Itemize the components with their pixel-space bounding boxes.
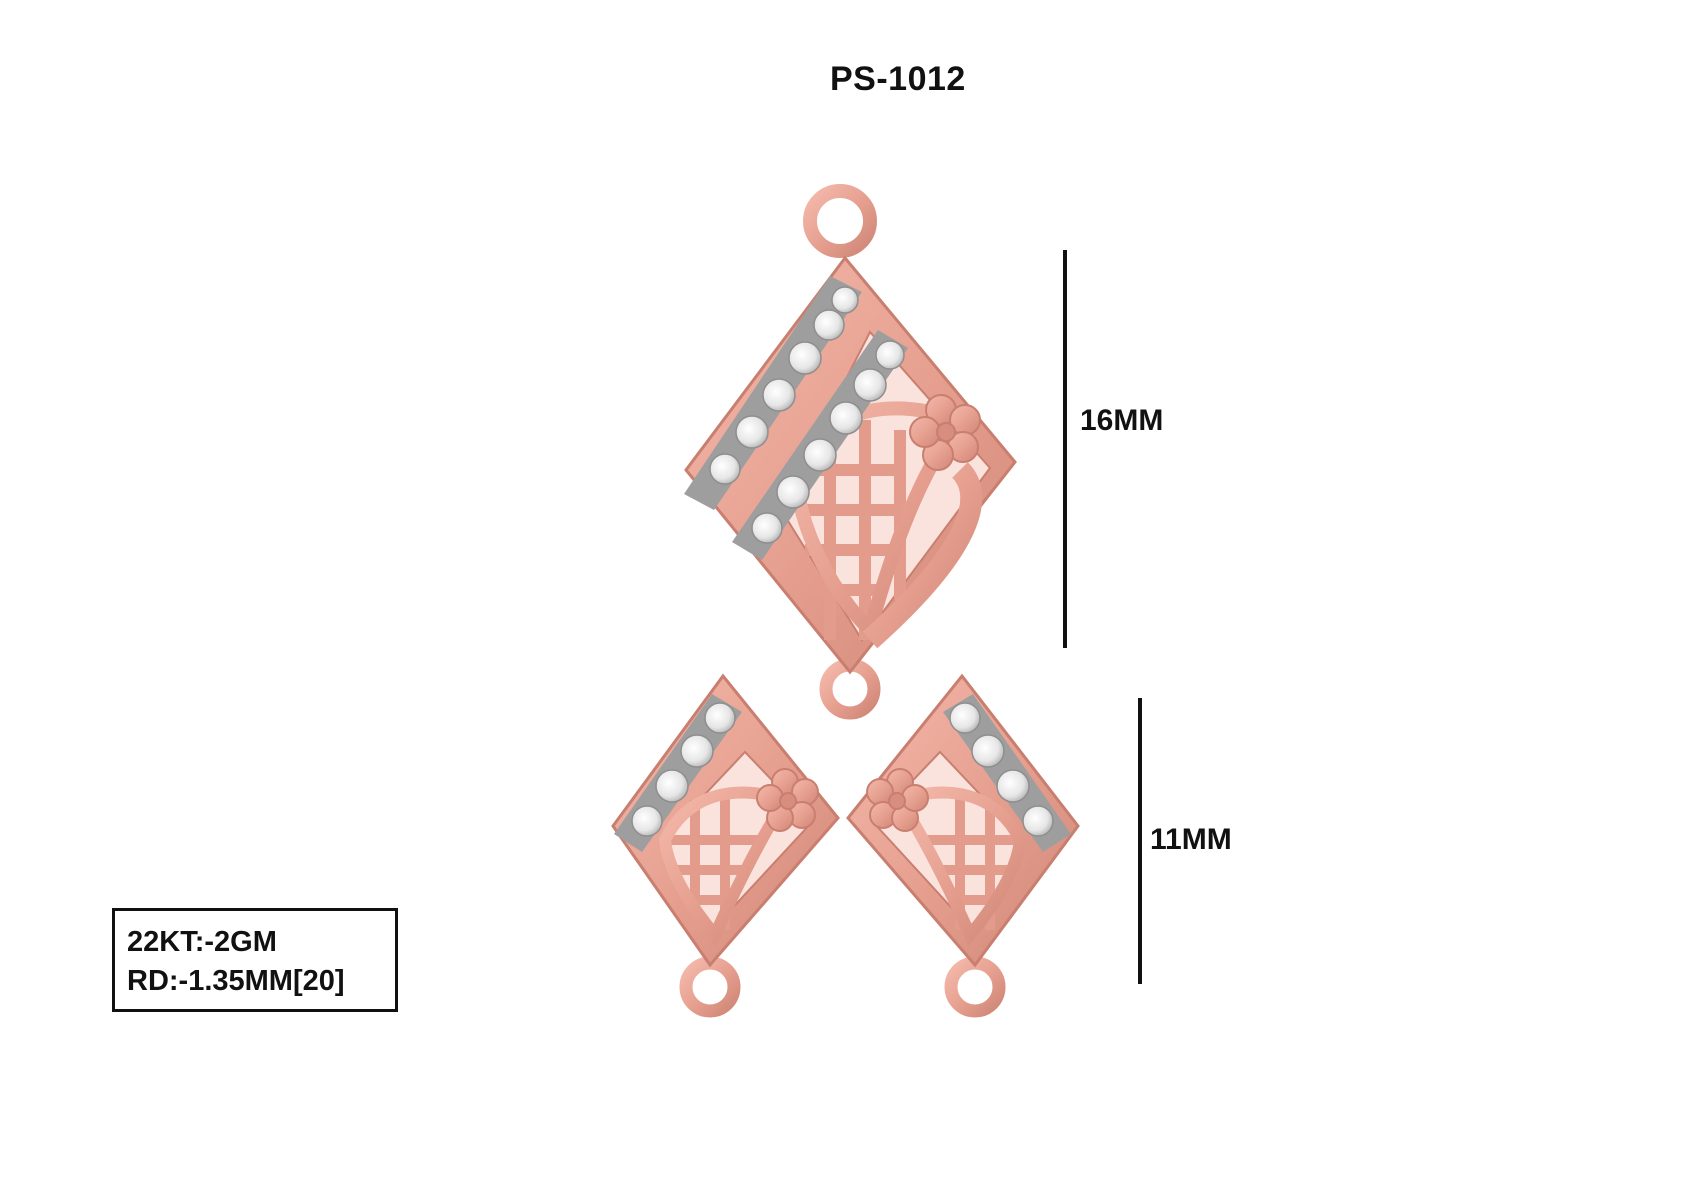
pendant-top-loop [803, 184, 877, 258]
earring-left [611, 673, 840, 1018]
pendant-stones [709, 286, 905, 544]
earring-height-label: 11MM [1150, 823, 1232, 856]
pendant-dimension-line [1063, 250, 1067, 648]
earring-right-stones [949, 702, 1054, 837]
earring-right-flower [866, 768, 929, 832]
pendant-side-band [862, 462, 983, 649]
earring-right [846, 673, 1080, 1018]
earring-left-loop [679, 956, 741, 1018]
earring-right-lattice [925, 790, 1015, 930]
earring-right-loop [944, 956, 1006, 1018]
diamond-spec: RD:-1.35MM[20] [127, 965, 345, 997]
earring-left-stones [631, 702, 736, 837]
pendant-height-label: 16MM [1080, 404, 1164, 437]
pendant [684, 184, 1017, 720]
product-code: PS-1012 [830, 60, 966, 98]
gold-weight-spec: 22KT:-2GM [127, 926, 277, 958]
spec-box: 22KT:-2GM RD:-1.35MM[20] [112, 908, 398, 1012]
earring-right-wave-band [890, 786, 1027, 947]
pendant-wave-band [787, 401, 972, 644]
pendant-flower [909, 394, 981, 471]
earring-left-flower [756, 768, 819, 832]
earring-left-wave-band [658, 786, 795, 947]
earring-dimension-line [1138, 698, 1142, 984]
